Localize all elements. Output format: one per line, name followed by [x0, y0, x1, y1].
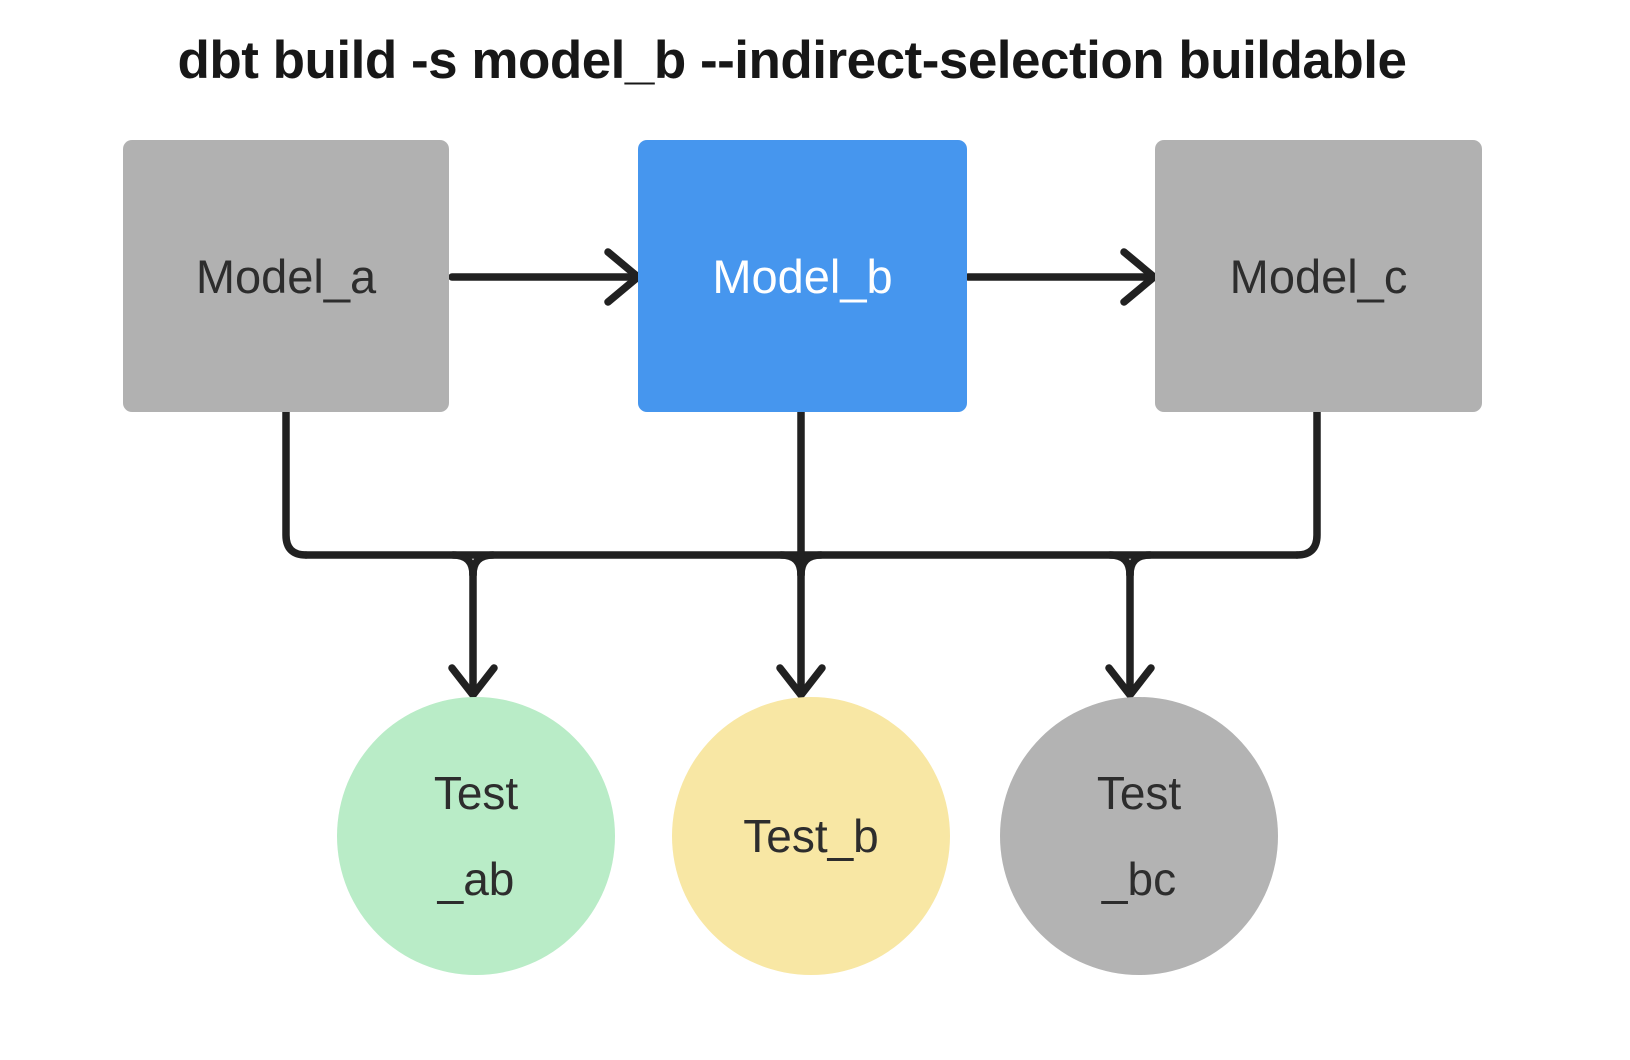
- fillet-left: [1106, 551, 1134, 579]
- arrowhead-right-icon: [604, 248, 642, 306]
- arrowhead-down-icon: [776, 664, 826, 699]
- edge-model-b-to-model-c: [964, 248, 1158, 306]
- node-test-b: Test_b: [672, 697, 950, 975]
- node-model-b-selected: Model_b: [638, 140, 967, 412]
- edge-model-a-to-model-b: [448, 248, 642, 306]
- node-model-b-label: Model_b: [712, 249, 893, 303]
- node-model-c: Model_c: [1155, 140, 1482, 412]
- node-model-a-label: Model_a: [195, 249, 377, 303]
- node-test-bc: Test _bc: [1000, 697, 1278, 975]
- arrowhead-down-icon: [448, 664, 498, 699]
- node-test-bc-label-line1: Test: [1096, 767, 1182, 819]
- fillet-right: [1126, 551, 1154, 579]
- arrowhead-down-icon: [1105, 664, 1155, 699]
- fillet-right: [797, 551, 825, 579]
- diagram-title: dbt build -s model_b --indirect-selectio…: [177, 31, 1407, 90]
- edge-drop-test-bc: [1105, 551, 1155, 699]
- fillet-left: [777, 551, 805, 579]
- edge-drop-test-b: [776, 551, 826, 699]
- fillet-right: [469, 551, 497, 579]
- arrowhead-right-icon: [1120, 248, 1158, 306]
- node-test-ab: Test _ab: [337, 697, 615, 975]
- elbow-model-c: [1293, 408, 1321, 559]
- fillet-left: [449, 551, 477, 579]
- node-test-b-label: Test_b: [743, 810, 879, 862]
- node-test-ab-label-line2: _ab: [437, 853, 515, 905]
- edge-drop-test-ab: [448, 551, 498, 699]
- node-test-ab-label-line1: Test: [433, 767, 519, 819]
- node-model-a: Model_a: [123, 140, 449, 412]
- node-model-c-label: Model_c: [1229, 249, 1408, 303]
- elbow-model-a: [282, 408, 310, 559]
- node-test-bc-label-line2: _bc: [1101, 853, 1177, 905]
- edge-bus: [282, 408, 1321, 696]
